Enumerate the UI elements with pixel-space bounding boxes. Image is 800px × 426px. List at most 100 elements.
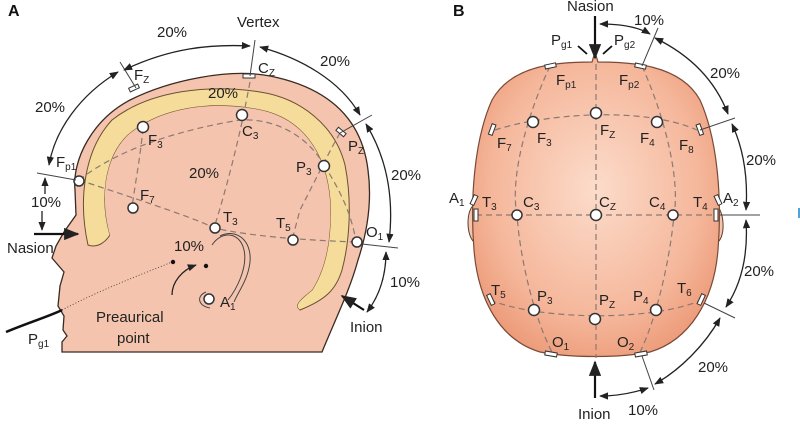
dashed-line (494, 114, 698, 131)
pg2-marker (602, 45, 613, 55)
label-f7: F7 (497, 135, 512, 154)
pg1-marker (577, 45, 588, 55)
electrode-c3 (511, 209, 523, 221)
pct-o1-inion: 10% (390, 274, 420, 291)
edge-mark (798, 208, 800, 218)
label-pg1: Pg1 (551, 32, 573, 51)
electrode-f8-marker (695, 123, 705, 137)
label-cz: CZ (599, 194, 616, 213)
label-t6: T6 (677, 280, 692, 299)
pct-preauricular: 10% (174, 238, 204, 255)
electrode-o2-marker (634, 350, 648, 358)
label-f3: F3 (537, 130, 552, 149)
label-pg2: Pg2 (614, 32, 636, 51)
pct-bottom-20: 20% (698, 359, 728, 376)
label-fz: FZ (134, 67, 149, 86)
label-fp1: Fp1 (56, 154, 77, 173)
electrode-a2-marker (713, 193, 723, 207)
o1-reference-line (361, 243, 399, 249)
arc-f8-t4 (731, 123, 751, 211)
electrode-t3-marker (473, 208, 479, 222)
pct-cz-pz: 20% (320, 53, 350, 70)
electrode-t4-marker (713, 208, 719, 222)
arc-o1-inion (366, 251, 390, 313)
arc-pz-o1 (365, 123, 394, 243)
pct-c3-top: 20% (208, 85, 238, 102)
label-c4: C4 (649, 194, 666, 213)
electrode-f4 (650, 115, 664, 129)
label-t4: T4 (693, 194, 708, 213)
label-preauricular-2: point (117, 330, 150, 347)
pct-right-mid-20: 20% (746, 152, 776, 169)
electrode-fp1 (73, 175, 85, 187)
arc-nasion-fp2 (599, 20, 651, 35)
electrode-cz (589, 208, 603, 222)
pz-reference-line (339, 114, 373, 134)
pg1-lead (5, 308, 63, 334)
fp1-reference-line (36, 172, 77, 181)
label-cz: CZ (258, 60, 275, 79)
label-t3: T3 (223, 209, 238, 228)
pct-bottom-10: 10% (628, 402, 658, 419)
f8-reference-line (699, 117, 736, 131)
electrode-fp1-marker (544, 62, 557, 70)
electrode-p3 (317, 159, 331, 173)
electrode-fz-marker (127, 83, 141, 93)
skull-band (83, 88, 350, 311)
ear-lobe (199, 291, 211, 309)
pg1-dotted-line (61, 261, 173, 311)
label-f4: F4 (640, 130, 655, 149)
label-pz: PZ (348, 138, 364, 157)
label-o1: O1 (366, 224, 384, 243)
fp2-reference-line (641, 27, 659, 67)
electrode-p3 (527, 303, 541, 317)
label-o1: O1 (552, 334, 570, 353)
electrode-c3 (235, 108, 249, 122)
electrode-a1-marker (469, 193, 479, 207)
fz-reference-line (119, 61, 137, 89)
electrode-cz-marker (242, 73, 256, 79)
electrode-f7 (127, 202, 139, 214)
label-t5: T5 (491, 282, 506, 301)
arc-fp1-fz (46, 71, 119, 166)
panel-a-label: A (8, 3, 20, 20)
label-t3: T3 (482, 194, 497, 213)
label-f8: F8 (679, 137, 694, 156)
cz-reference-line (249, 39, 256, 77)
electrode-fz (589, 106, 603, 120)
label-f7: F7 (140, 187, 155, 206)
electrode-t3 (209, 222, 221, 234)
label-fp1: Fp1 (556, 72, 577, 91)
electrode-fp2-marker (634, 62, 647, 70)
arc-t6-o2 (654, 317, 721, 385)
label-p4: P4 (633, 288, 649, 307)
label-o2: O2 (617, 334, 635, 353)
electrode-f3 (136, 120, 150, 134)
electrode-f3 (526, 115, 540, 129)
label-preauricular-1: Preaurical (96, 309, 164, 326)
preauricular-dot (170, 259, 176, 265)
ear-outline (219, 233, 251, 303)
label-nasion-b: Nasion (567, 0, 614, 15)
electrode-t5 (287, 234, 299, 246)
electrode-a1 (203, 293, 215, 305)
arc-o2-inion (599, 387, 649, 400)
dashed-line (323, 164, 357, 243)
o2-reference-line (641, 355, 655, 391)
electrode-p4 (649, 303, 663, 317)
inion-arrow (340, 295, 365, 311)
pct-pz-o1: 20% (391, 167, 421, 184)
label-fz: FZ (600, 122, 615, 141)
panel-b: B (449, 0, 776, 423)
arc-fz-cz (123, 41, 251, 71)
panel-b-label: B (453, 3, 465, 20)
pct-right-lower-20: 20% (744, 263, 774, 280)
label-f3: F3 (148, 132, 163, 151)
label-inion-b: Inion (578, 406, 611, 423)
pct-fz-cz: 20% (157, 24, 187, 41)
pct-fp1-fz: 20% (35, 99, 65, 116)
label-a1: A1 (449, 190, 465, 209)
dashed-line (489, 299, 703, 317)
label-p3: P3 (296, 159, 312, 178)
